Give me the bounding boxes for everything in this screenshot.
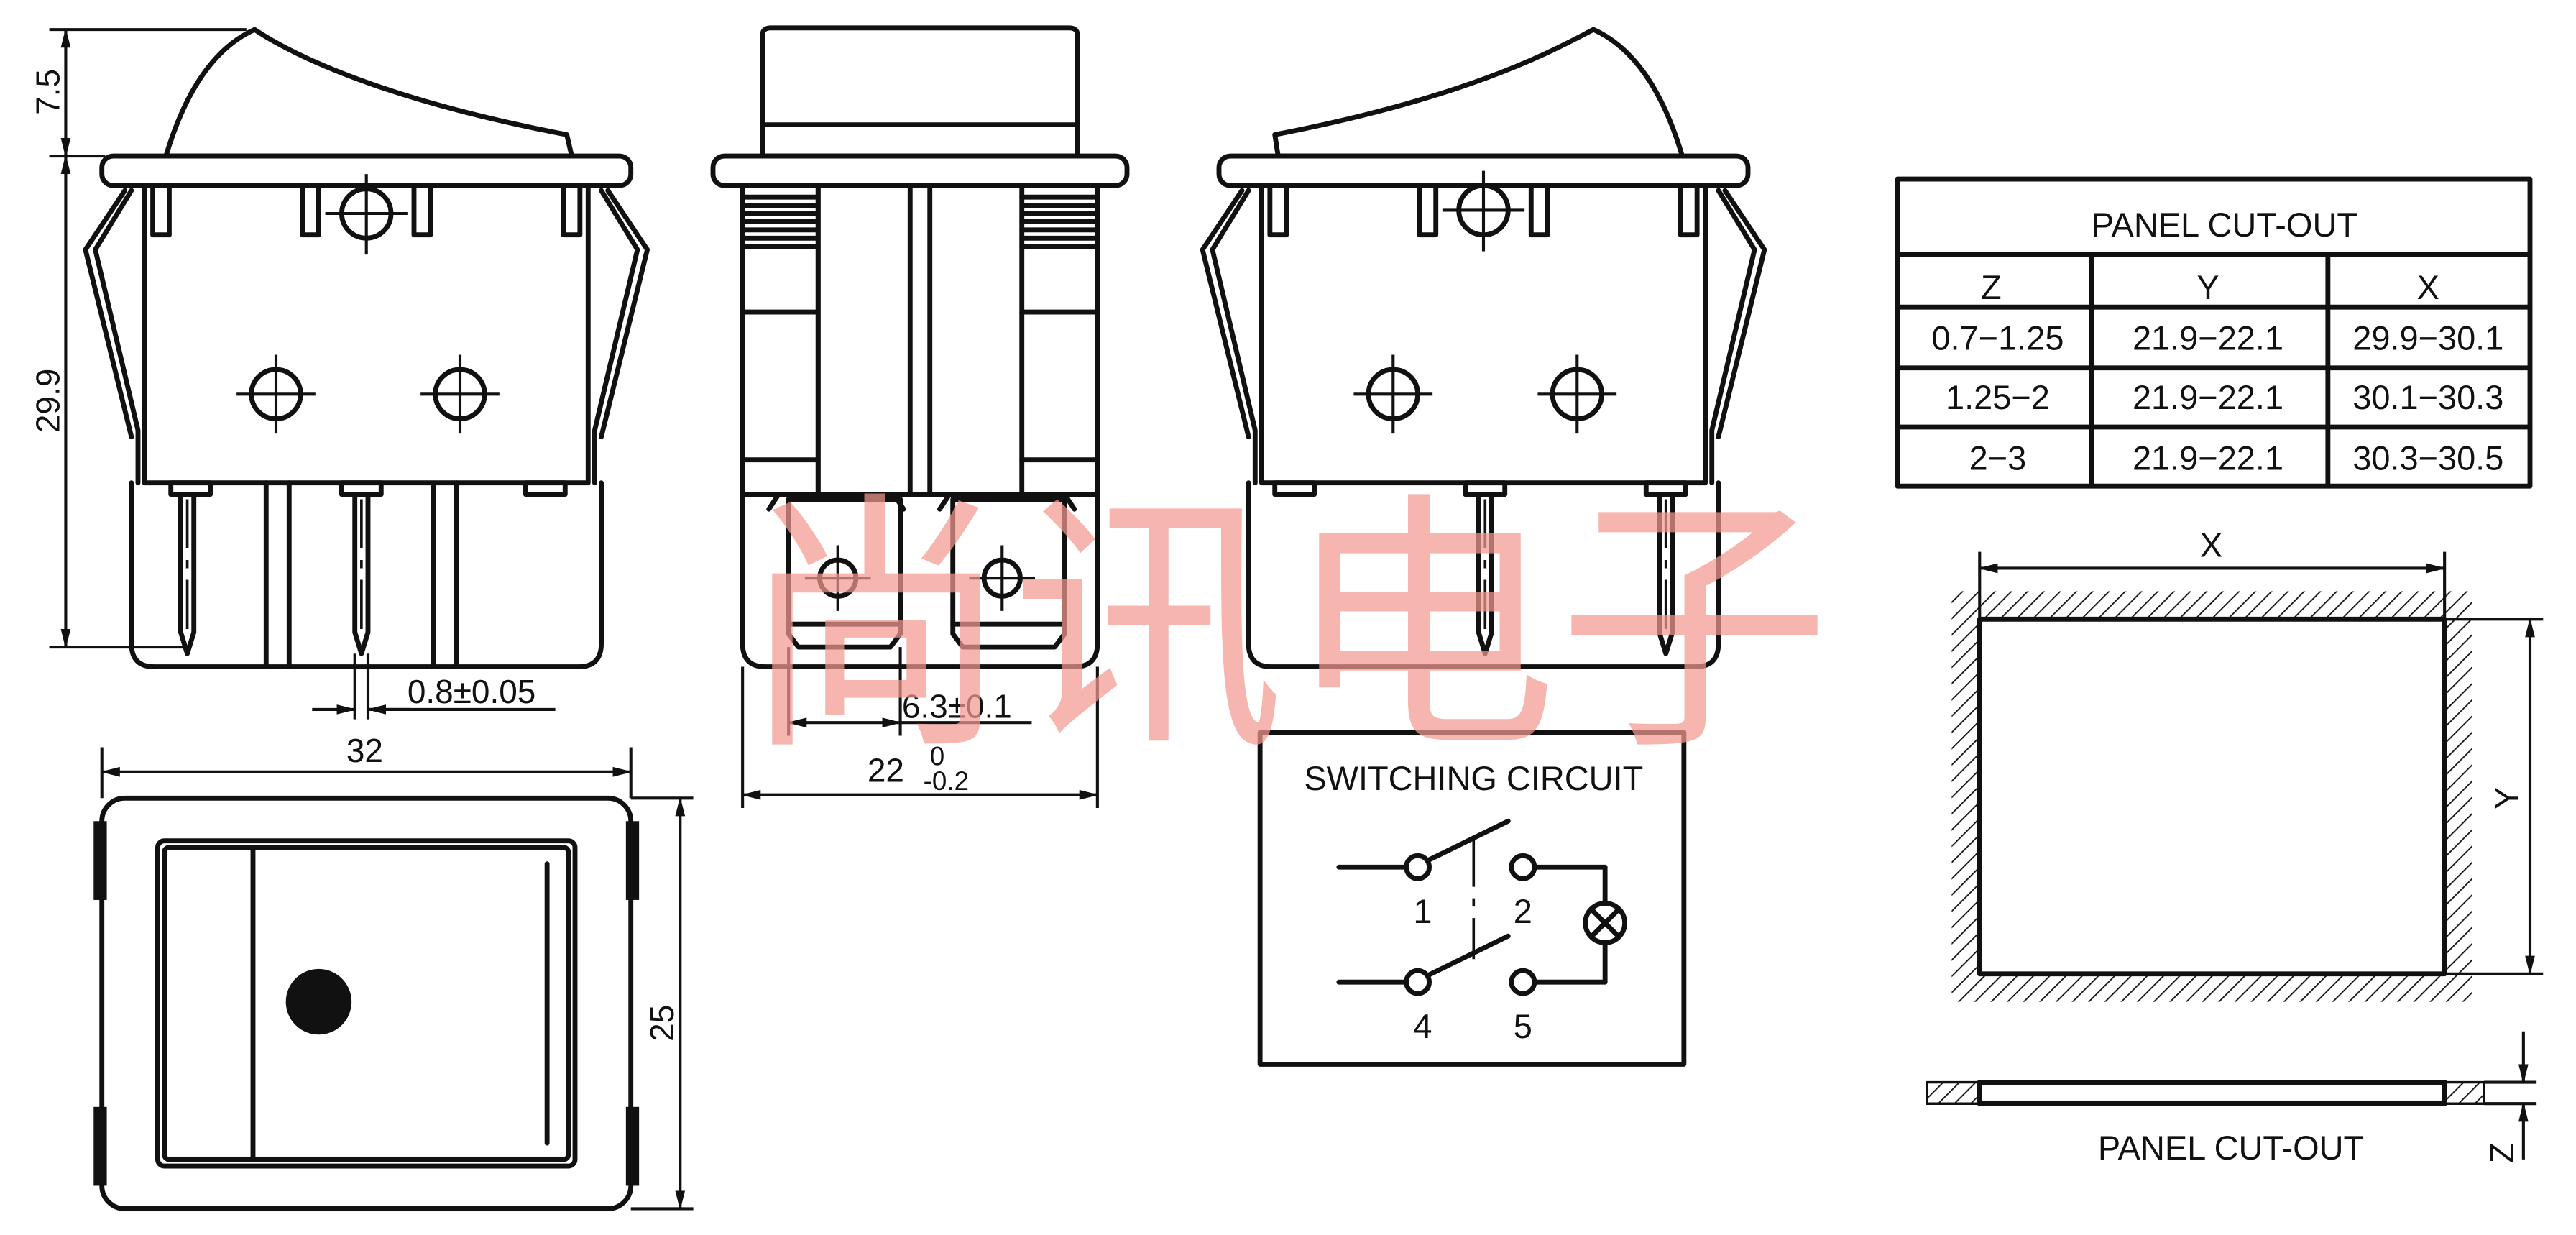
table-cell: 29.9−30.1 bbox=[2352, 320, 2503, 357]
table-cell: 21.9−22.1 bbox=[2133, 379, 2283, 416]
front-height-dimension: 25 bbox=[643, 1005, 681, 1042]
table-cell: 21.9−22.1 bbox=[2133, 320, 2283, 357]
table-cell: 30.1−30.3 bbox=[2352, 379, 2503, 416]
cutout-caption: PANEL CUT-OUT bbox=[2098, 1129, 2364, 1167]
terminal-5: 5 bbox=[1514, 1008, 1532, 1045]
table-header-y: Y bbox=[2196, 269, 2219, 306]
height-top-dimension: 7.5 bbox=[29, 69, 66, 115]
pin-width-dimension: 0.8±0.05 bbox=[408, 673, 535, 710]
circuit-title: SWITCHING CIRCUIT bbox=[1304, 760, 1643, 797]
table-header-z: Z bbox=[1981, 269, 2002, 306]
watermark: 尚讯电子 bbox=[739, 470, 1830, 787]
panel-cutout-table: PANEL CUT-OUT Z Y X 0.7−1.25 21.9−22.1 2… bbox=[1895, 176, 2533, 489]
end-view-dimensions: 6.3±0.1 22 0 -0.2 bbox=[740, 647, 1100, 809]
cutout-y-label: Y bbox=[2488, 787, 2526, 809]
terminal-4: 4 bbox=[1413, 1008, 1432, 1045]
terminal-width-dimension: 6.3±0.1 bbox=[902, 687, 1012, 725]
depth-lower-tolerance: -0.2 bbox=[924, 766, 969, 796]
switching-circuit: SWITCHING CIRCUIT 1 2 4 5 bbox=[1257, 730, 1687, 1067]
cutout-z-label: Z bbox=[2483, 1142, 2521, 1163]
indicator-dot bbox=[285, 968, 352, 1035]
table-header-x: X bbox=[2417, 269, 2439, 306]
height-body-dimension: 29.9 bbox=[29, 369, 66, 433]
depth-dimension: 22 bbox=[868, 751, 904, 789]
side-view-dimensions: 7.5 29.9 0.8±0.05 32 bbox=[29, 27, 632, 799]
panel-cutout-drawing: X Y Z PANEL CUT-OUT bbox=[1926, 526, 2544, 1167]
end-view bbox=[710, 25, 1130, 669]
width-dimension: 32 bbox=[346, 732, 383, 769]
table-cell: 30.3−30.5 bbox=[2352, 439, 2503, 477]
depth-upper-tolerance: 0 bbox=[930, 742, 944, 771]
table-cell: 2−3 bbox=[1969, 439, 2027, 477]
side-view-left bbox=[83, 27, 650, 669]
table-title: PANEL CUT-OUT bbox=[2092, 206, 2358, 244]
terminal-2: 2 bbox=[1514, 893, 1532, 930]
front-view: 25 bbox=[93, 795, 694, 1211]
cutout-x-label: X bbox=[2200, 526, 2222, 564]
table-cell: 1.25−2 bbox=[1946, 379, 2050, 416]
table-cell: 21.9−22.1 bbox=[2133, 439, 2283, 477]
table-cell: 0.7−1.25 bbox=[1931, 320, 2064, 357]
terminal-1: 1 bbox=[1413, 893, 1432, 930]
side-view-right bbox=[1200, 27, 1767, 669]
